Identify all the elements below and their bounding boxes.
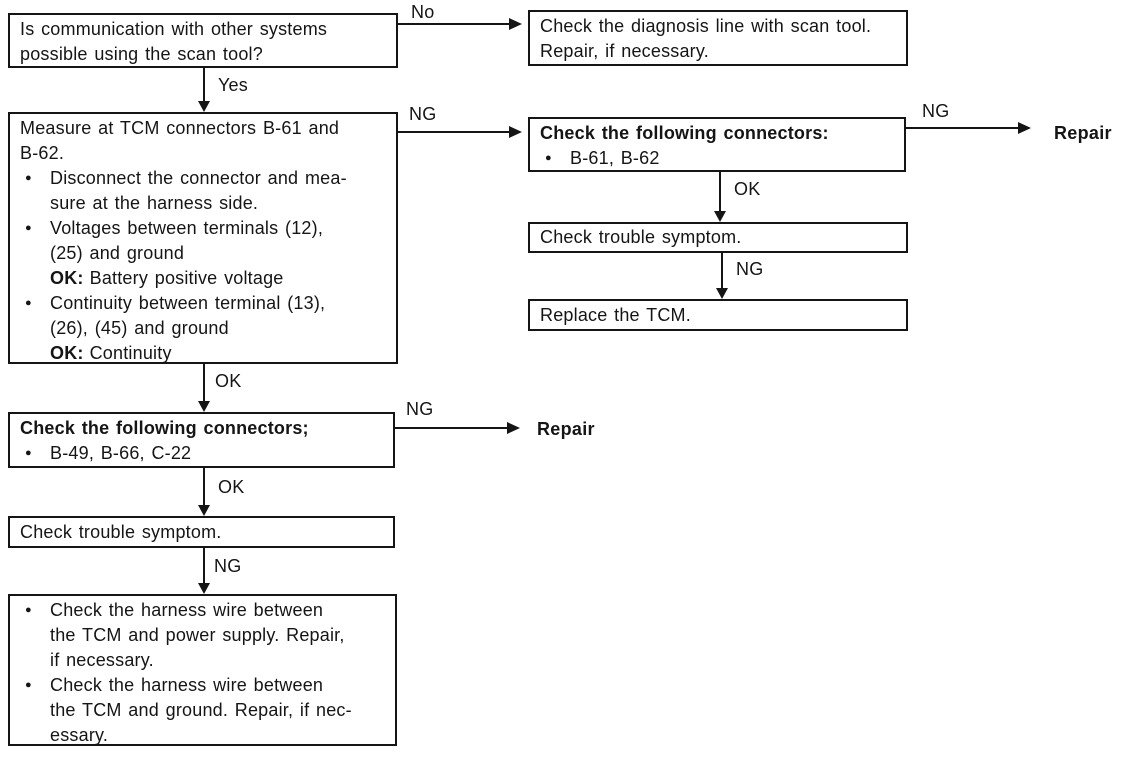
node-check-connectors-b61: Check the following connectors: ● B-61, …	[528, 117, 906, 172]
bullet-item: ● B-61, B-62	[540, 146, 894, 171]
arrow-ok-measure-to-connectors2	[203, 364, 205, 401]
ok-value: Battery positive voltage	[89, 268, 284, 288]
edge-label-ng-connectors: NG	[920, 101, 952, 121]
edge-label-ng-connectors2: NG	[404, 399, 436, 419]
arrow-ng-measure-to-connectors	[397, 131, 509, 133]
bullet-text: B-49, B-66, C-22	[50, 443, 192, 463]
bullet-icon: ●	[25, 172, 32, 184]
arrow-ok-connectors-to-symptom	[719, 172, 721, 211]
edge-label-no: No	[409, 2, 437, 22]
node-text: Replace the TCM.	[540, 304, 691, 325]
arrow-ng-symptom-to-replace	[721, 253, 723, 288]
bullet-item: ● Voltages between terminals (12), (25) …	[20, 216, 386, 291]
bullet-icon: ●	[25, 447, 32, 459]
node-check-trouble-symptom-left: Check trouble symptom.	[8, 516, 395, 548]
ok-value: Continuity	[89, 343, 172, 363]
arrow-no-question-to-diagnosis	[397, 23, 509, 25]
edge-label-ng-symptom-left: NG	[212, 556, 244, 576]
node-check-trouble-symptom-right: Check trouble symptom.	[528, 222, 908, 253]
bullet-item: ● Disconnect the connector and mea- sure…	[20, 166, 386, 216]
node-check-diagnosis-line: Check the diagnosis line with scan tool.…	[528, 10, 908, 66]
edge-label-ok-measure: OK	[213, 371, 244, 391]
node-title: Check the following connectors;	[20, 418, 309, 438]
node-title: Check the following connectors:	[540, 123, 829, 143]
node-check-diagnosis-line-text: Check the diagnosis line with scan tool.…	[540, 16, 872, 61]
terminal-repair-top: Repair	[1054, 123, 1112, 143]
bullet-text: Check the harness wire between the TCM a…	[50, 675, 352, 745]
node-replace-tcm: Replace the TCM.	[528, 299, 908, 331]
arrow-ng-connectors-to-repair	[906, 127, 1018, 129]
node-check-harness-wires: ● Check the harness wire between the TCM…	[8, 594, 397, 746]
bullet-icon: ●	[25, 297, 32, 309]
edge-label-ng-symptom-right: NG	[734, 259, 766, 279]
edge-label-ok-connectors: OK	[732, 179, 763, 199]
ok-criteria: OK:Continuity	[50, 341, 386, 366]
bullet-item: ● Continuity between terminal (13), (26)…	[20, 291, 386, 366]
node-measure-tcm: Measure at TCM connectors B-61 and B-62.…	[8, 112, 398, 364]
bullet-text: Continuity between terminal (13), (26), …	[50, 293, 326, 338]
bullet-icon: ●	[545, 152, 552, 164]
bullet-text: Voltages between terminals (12), (25) an…	[50, 218, 324, 263]
node-measure-tcm-title: Measure at TCM connectors B-61 and B-62.	[20, 118, 340, 163]
edge-label-ok-connectors2: OK	[216, 477, 247, 497]
ok-criteria: OK:Battery positive voltage	[50, 266, 386, 291]
node-scan-question: Is communication with other systems poss…	[8, 13, 398, 68]
arrow-ok-connectors2-to-symptom	[203, 468, 205, 505]
ok-label: OK:	[50, 343, 84, 363]
bullet-text: Disconnect the connector and mea- sure a…	[50, 168, 347, 213]
bullet-item: ● Check the harness wire between the TCM…	[20, 598, 385, 673]
bullet-text: B-61, B-62	[570, 148, 660, 168]
arrow-ng-connectors2-to-repair	[395, 427, 507, 429]
node-text: Check trouble symptom.	[20, 521, 222, 542]
bullet-icon: ●	[25, 222, 32, 234]
arrow-yes-question-to-measure	[203, 68, 205, 101]
bullet-icon: ●	[25, 679, 32, 691]
ok-label: OK:	[50, 268, 84, 288]
node-text: Check trouble symptom.	[540, 227, 742, 247]
edge-label-ng-measure: NG	[407, 104, 439, 124]
terminal-repair-mid: Repair	[537, 419, 595, 439]
arrow-ng-symptom-to-harness	[203, 548, 205, 583]
bullet-item: ● Check the harness wire between the TCM…	[20, 673, 385, 748]
bullet-text: Check the harness wire between the TCM a…	[50, 600, 345, 670]
edge-label-yes: Yes	[216, 75, 250, 95]
node-scan-question-text: Is communication with other systems poss…	[20, 19, 328, 64]
node-check-connectors-b49: Check the following connectors; ● B-49, …	[8, 412, 395, 468]
bullet-icon: ●	[25, 604, 32, 616]
bullet-item: ● B-49, B-66, C-22	[20, 441, 383, 466]
